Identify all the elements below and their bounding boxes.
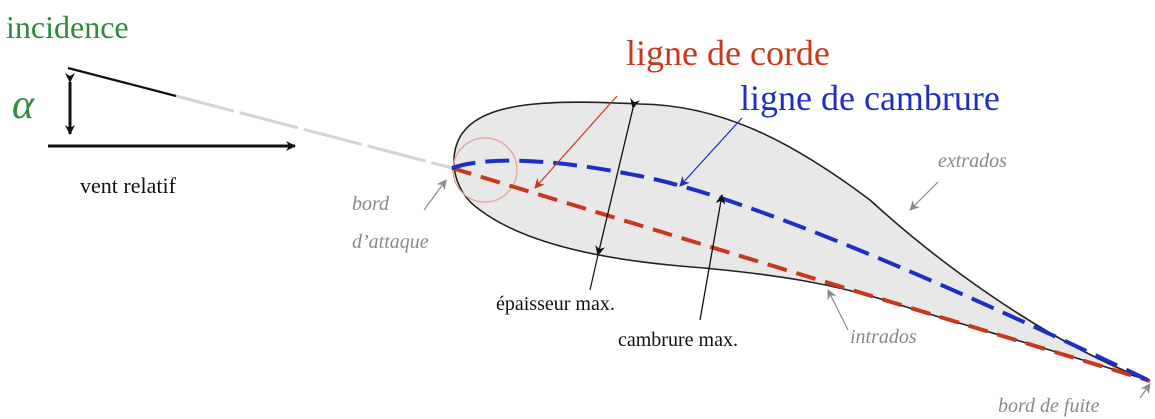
alpha-symbol: α [12, 82, 35, 128]
max-thickness-arrow [595, 98, 640, 256]
trailing-edge-label: bord de fuite [998, 395, 1100, 417]
max-camber-label: cambrure max. [618, 329, 738, 351]
airfoil-profile [453, 101, 1151, 382]
chord-line-label: ligne de corde [626, 33, 830, 73]
max-thickness-leader [589, 254, 599, 291]
relative-wind-label: vent relatif [80, 173, 177, 198]
camber-line [451, 158, 1151, 383]
intrados-label: intrados [850, 326, 917, 348]
extrados-leader [909, 181, 939, 211]
camber-line-label: ligne de cambrure [740, 78, 1000, 118]
intrados-leader [827, 289, 849, 331]
leading-edge-label-line1: bord [352, 193, 390, 215]
chord-line [451, 166, 1151, 383]
wind-direction-dashed-line [175, 94, 453, 170]
max-camber-arrow [699, 194, 726, 321]
leading-edge-label-line2: d’attaque [352, 231, 429, 253]
camber-label-leader [679, 117, 743, 187]
max-thickness-label: épaisseur max. [496, 293, 615, 315]
incidence-label: incidence [6, 9, 129, 45]
incidence-reference-line [67, 66, 177, 98]
extrados-label: extrados [938, 150, 1007, 172]
trailing-edge-leader [1139, 383, 1151, 399]
leading-edge-leader [423, 179, 447, 211]
